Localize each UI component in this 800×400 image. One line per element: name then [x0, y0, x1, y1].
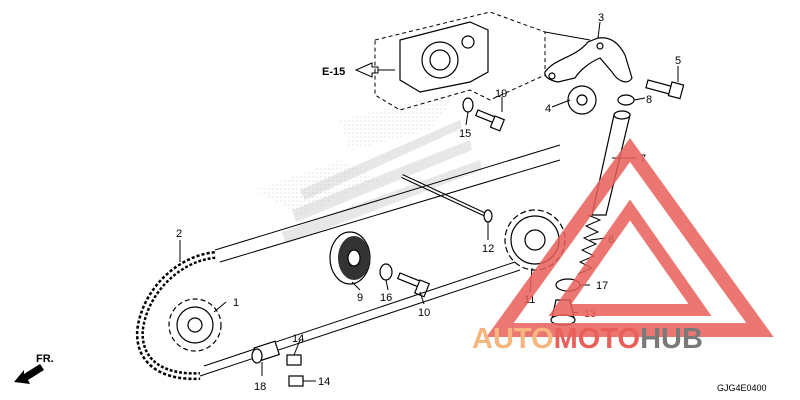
diagram-code: GJG4E0400 — [717, 383, 767, 393]
callout-16: 15 — [459, 128, 471, 140]
shaft-part — [401, 174, 493, 223]
engine-case-reference — [374, 11, 546, 111]
callout-2: 2 — [176, 228, 182, 240]
washer-17-part — [379, 263, 393, 281]
bolt-19-part — [474, 109, 506, 132]
callout-1: 1 — [233, 297, 239, 309]
tensioner-arm-part — [544, 31, 633, 83]
bolt-14a-part — [286, 354, 302, 366]
washer-8-part — [617, 94, 635, 106]
sprocket-9-part — [329, 231, 371, 285]
callout-4: 4 — [545, 103, 551, 115]
callout-14a: 14 — [292, 333, 304, 345]
watermark-part1: AUTOMOTOHUB — [472, 323, 703, 355]
direction-label: FR. — [36, 353, 54, 365]
bolt-5-part — [645, 79, 685, 100]
callout-8: 8 — [646, 94, 652, 106]
callout-12: 12 — [482, 243, 494, 255]
tensioner-sprocket-part — [567, 85, 597, 115]
callout-19: 19 — [495, 88, 507, 100]
watermark-triangle-logo — [486, 138, 774, 337]
callout-9: 9 — [357, 292, 363, 304]
washer-16-part — [462, 97, 474, 113]
collar-part — [251, 340, 281, 364]
callout-3: 3 — [598, 12, 604, 24]
spring-part — [577, 214, 602, 275]
callout-18: 18 — [254, 381, 266, 393]
watermark-text: AUTOMOTOHUB — [472, 323, 703, 355]
bolt-14b-part — [288, 375, 304, 387]
reference-arrow: E-15 — [322, 62, 395, 78]
callout-10: 10 — [418, 307, 430, 319]
callout-5: 5 — [675, 55, 681, 67]
reference-label: E-15 — [322, 66, 345, 78]
callout-15: 17 — [596, 280, 608, 292]
callout-17: 16 — [380, 292, 392, 304]
drive-sprocket-part — [168, 298, 222, 352]
drive-chain-part — [135, 251, 216, 381]
bolt-10-part — [396, 272, 431, 298]
front-direction-indicator: FR. — [14, 353, 54, 384]
callout-14b: 14 — [318, 376, 330, 388]
honda-wing-watermark — [255, 90, 482, 244]
